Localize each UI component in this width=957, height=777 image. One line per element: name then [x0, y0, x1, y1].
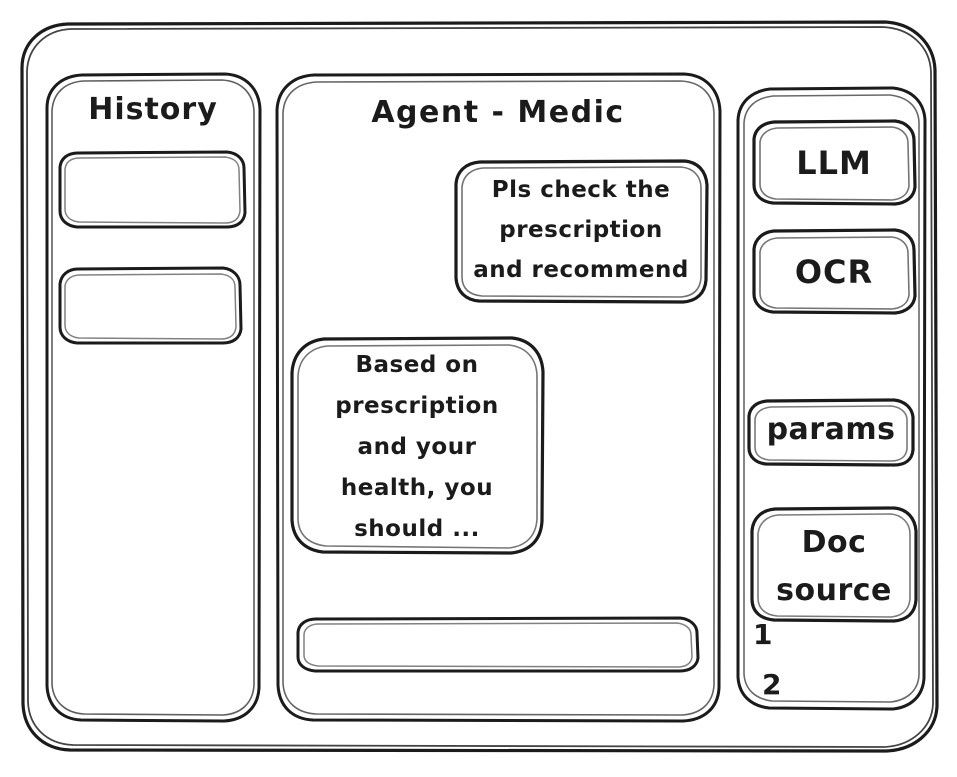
tool-button-llm-label: LLM: [796, 144, 872, 182]
doc-source-list-item-2[interactable]: 2: [762, 668, 782, 701]
tool-button-params-label: params: [766, 412, 896, 447]
agent-panel-title: Agent - Medic: [371, 95, 625, 130]
chat-message-user-text: Pls check the prescription and recommend: [473, 177, 689, 283]
doc-source-list-item-1[interactable]: 1: [753, 618, 773, 651]
history-panel-title: History: [88, 92, 218, 127]
message-input[interactable]: [295, 616, 700, 674]
chat-message-assistant-text: Based on prescription and your health, y…: [335, 352, 499, 542]
history-list-item[interactable]: [57, 150, 247, 230]
tool-button-doc-source-label: Doc source: [776, 525, 892, 608]
tool-button-ocr-label: OCR: [794, 253, 874, 291]
history-list-item[interactable]: [57, 266, 243, 346]
